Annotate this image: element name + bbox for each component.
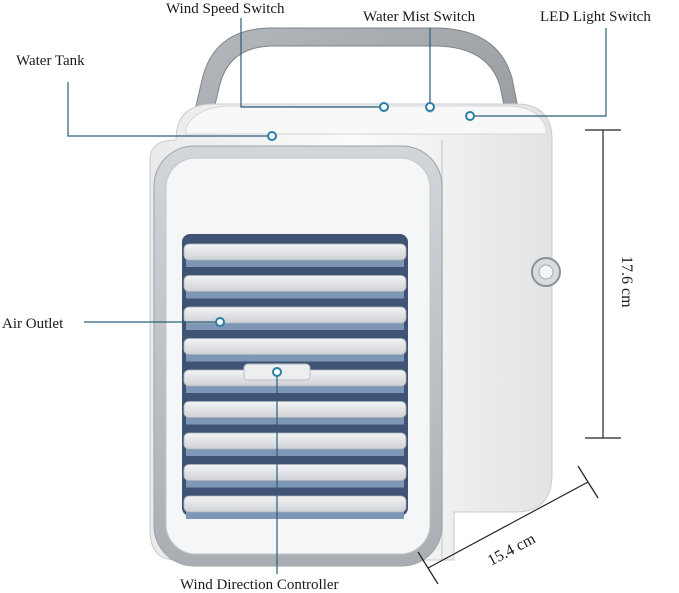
label-air-outlet: Air Outlet [2,316,64,332]
louver-slat [183,401,407,418]
louver-shadow [186,479,404,488]
leader-water-tank [67,82,272,137]
leader-led-light [470,28,607,117]
louver-shadow [186,385,404,393]
louver-shadow [186,353,404,362]
label-led-light-switch: LED Light Switch [540,9,651,25]
louver-slat [183,464,407,481]
louver-slat [183,495,407,513]
louver-slat [183,275,407,292]
dot-air-outlet [215,317,225,327]
louver-shadow [186,416,404,425]
louver-shadow [186,259,404,267]
louver-shadow [186,322,404,330]
louver-shadow [186,511,404,519]
leader-dots [215,102,475,377]
handle-knob-center [538,264,554,280]
louver-slat [183,432,407,450]
louver-slat [183,243,407,261]
width-dimension [417,465,599,585]
leader-lines [67,18,607,574]
louver-slat [183,338,407,355]
dot-led-light [465,111,475,121]
air-cooler-illustration [149,27,561,567]
label-wind-speed-switch: Wind Speed Switch [166,1,285,17]
louver-shadow [186,290,404,299]
water-tank-top [185,105,547,135]
label-water-tank: Water Tank [16,53,85,69]
label-water-mist-switch: Water Mist Switch [363,9,476,25]
louver-group [183,243,407,519]
height-label: 17.6 cm [618,256,635,308]
louver-slat [183,306,407,324]
leader-wind-speed [240,18,384,108]
height-dimension [585,129,621,439]
dot-wind-direction [272,367,282,377]
dot-water-mist [425,102,435,112]
dot-wind-speed [379,102,389,112]
label-wind-direction-controller: Wind Direction Controller [180,577,339,593]
dot-water-tank [267,131,277,141]
width-label: 15.4 cm [485,530,539,569]
louver-shadow [186,448,404,456]
